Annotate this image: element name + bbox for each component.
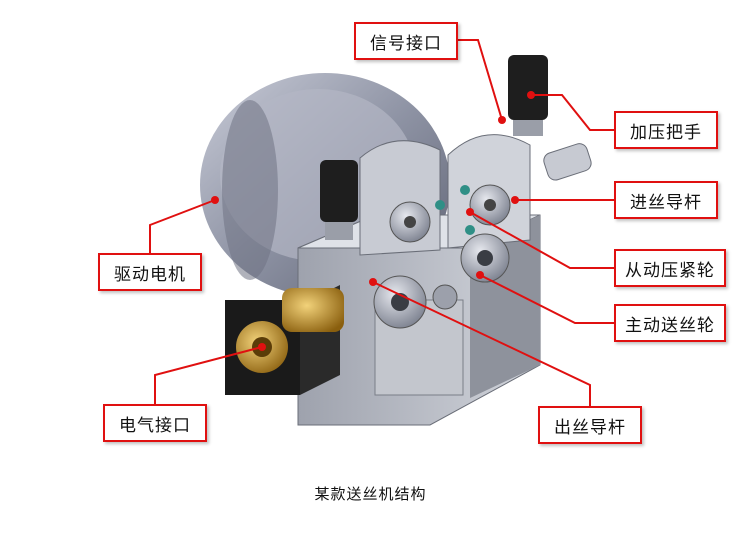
wire-inlet-guide: [543, 143, 592, 181]
label-driven-pressure-roller: 从动压紧轮: [614, 249, 726, 287]
label-wire-exit-guide: 出丝导杆: [538, 406, 642, 444]
label-electrical-port: 电气接口: [103, 404, 207, 442]
label-wire-feed-guide: 进丝导杆: [614, 181, 718, 219]
callout-lines: [149, 39, 614, 407]
electrical-connector: [225, 285, 344, 395]
figure-caption: 某款送丝机结构: [314, 485, 427, 503]
label-drive-motor: 驱动电机: [98, 253, 202, 291]
teal-rivets: [435, 185, 475, 235]
label-signal-port: 信号接口: [354, 22, 458, 60]
label-pressure-handle: 加压把手: [614, 111, 718, 149]
callout-dots: [211, 91, 535, 351]
pressure-knob: [320, 55, 548, 240]
label-active-feed-roller: 主动送丝轮: [614, 304, 726, 342]
driven-pressure-roller: [389, 184, 511, 243]
